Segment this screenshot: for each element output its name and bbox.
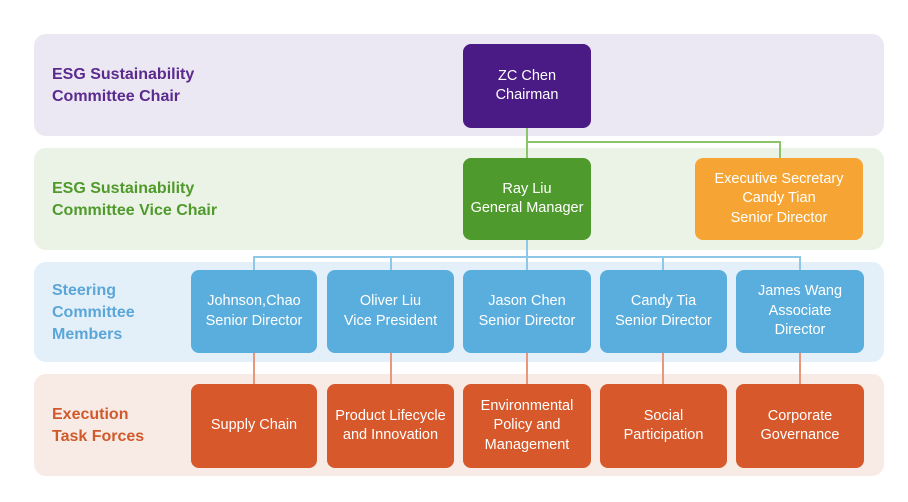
steering-member-name: James Wang (757, 283, 843, 300)
chairman-title: Chairman (495, 87, 559, 103)
task-force-label-line3: Management (484, 436, 570, 453)
task-force-box: Corporate Governance (736, 384, 864, 468)
general-manager-name: Ray Liu (502, 180, 552, 197)
executive-secretary-title: Senior Director (730, 209, 828, 226)
task-force-label: Environmental (480, 397, 574, 414)
red-connectors (253, 353, 801, 384)
executive-secretary-box: Executive Secretary Candy Tian Senior Di… (695, 158, 863, 240)
steering-member-box: James Wang Associate Director (736, 270, 864, 353)
steering-member-title: Senior Director (478, 312, 576, 329)
task-force-label-line2: and Innovation (342, 427, 439, 443)
task-force-label: Social (643, 407, 684, 424)
task-force-label: Corporate (767, 407, 833, 424)
chair-level-band (34, 34, 884, 136)
green-connectors (526, 128, 781, 158)
steering-member-name: Candy Tia (630, 293, 697, 309)
steering-member-title: Associate (768, 302, 832, 319)
task-force-box: Supply Chain (191, 384, 317, 468)
blue-connectors (253, 240, 801, 270)
general-manager-title: General Manager (470, 200, 584, 216)
executive-secretary-role: Executive Secretary (714, 170, 844, 187)
steering-member-box: Candy Tia Senior Director (600, 270, 727, 353)
task-force-label-line2: Participation (623, 427, 704, 443)
execution-level-label: Execution Task Forces (52, 406, 145, 445)
steering-member-box: Oliver Liu Vice President (327, 270, 454, 353)
steering-level-label: Steering Committee Members (52, 282, 135, 343)
vice-chair-level-label: ESG Sustainability Committee Vice Chair (52, 180, 218, 219)
chairman-name: ZC Chen (497, 67, 557, 84)
task-force-label: Product Lifecycle (335, 407, 446, 424)
task-force-label-line2: Policy and (493, 417, 561, 434)
steering-member-title-line2: Director (774, 322, 826, 339)
task-force-label-line2: Governance (760, 427, 840, 443)
steering-member-name: Jason Chen (488, 293, 566, 309)
steering-member-name: Oliver Liu (359, 293, 422, 309)
steering-member-title: Senior Director (615, 312, 712, 329)
chair-to-secretary-line (527, 141, 781, 158)
steering-member-title: Senior Director (205, 312, 303, 329)
task-force-box: Environmental Policy and Management (463, 384, 591, 468)
steering-member-title: Vice President (343, 312, 438, 329)
general-manager-box: Ray Liu General Manager (463, 158, 591, 240)
task-force-box: Product Lifecycle and Innovation (327, 384, 454, 468)
task-force-box: Social Participation (600, 384, 727, 468)
steering-member-box: Johnson,Chao Senior Director (191, 270, 317, 353)
chairman-box: ZC Chen Chairman (463, 44, 591, 128)
executive-secretary-name: Candy Tian (742, 190, 816, 207)
steering-member-box: Jason Chen Senior Director (463, 270, 591, 353)
task-force-label: Supply Chain (210, 417, 298, 434)
steering-member-name: Johnson,Chao (207, 293, 301, 309)
chair-level-label: ESG Sustainability Committee Chair (52, 66, 195, 105)
